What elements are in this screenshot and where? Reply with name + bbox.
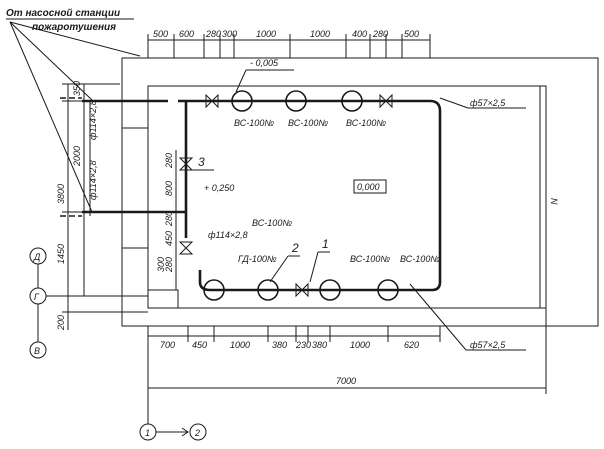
top-dim-0: 500: [153, 29, 168, 39]
valve-label-bottom-3: ВС-100№: [350, 254, 390, 264]
valve-icon: [295, 282, 309, 298]
axis-2-bubble: [189, 423, 207, 441]
bottom-dim-6: 1000: [350, 340, 370, 350]
leader-line: [9, 21, 141, 57]
hydrant-top-1: [231, 90, 253, 112]
left-dim-3: 1450: [56, 244, 66, 264]
hydrant-top-2: [285, 90, 307, 112]
callout-1: 1: [322, 237, 329, 251]
hydrant-bottom-2: [257, 279, 279, 301]
top-dim-5: 1000: [310, 29, 330, 39]
axis-d: Д: [33, 252, 41, 262]
pipe-right-bottom: ф57×2,5: [470, 340, 506, 350]
callout-2: 2: [291, 241, 299, 255]
left-dim-1: 2000: [72, 146, 82, 167]
overall-width: 7000: [336, 376, 356, 386]
pipe-right-top: ф57×2,5: [470, 98, 506, 108]
floor-level: 0,000: [357, 182, 380, 192]
valve-icon: [379, 93, 393, 109]
top-dim-8: 500: [404, 29, 419, 39]
pipe-left-2: ф114×2,8: [88, 160, 98, 200]
arrow-right-icon: [181, 427, 189, 437]
top-dim-3: 300: [222, 29, 237, 39]
floor-level-box: [353, 179, 387, 194]
valve-icon: [178, 241, 194, 255]
building-outline: [121, 57, 599, 327]
wall-niche: [121, 127, 149, 249]
hydrant-bottom-3: [319, 279, 341, 301]
valve-icon: [205, 93, 219, 109]
left-dim-2: 3800: [56, 184, 66, 204]
bottom-dim-2: 1000: [230, 340, 250, 350]
side-mark: N: [549, 198, 559, 205]
valve-label-bottom-2: ГД-100№: [238, 254, 277, 264]
top-dim-1: 600: [179, 29, 194, 39]
level-top: - 0,005: [250, 58, 279, 68]
leader-line: [9, 21, 93, 101]
valve-label-top-3: ВС-100№: [346, 118, 386, 128]
main-pipe-loop: [82, 99, 442, 292]
valve-label-top-1: ВС-100№: [234, 118, 274, 128]
top-dim-7: 280: [372, 29, 388, 39]
left-dim-0: 350: [72, 81, 82, 96]
axis-v: В: [34, 346, 40, 356]
vert-dim-5: 280: [164, 257, 174, 273]
pipe-leader: [439, 97, 469, 109]
axis-g: Г: [34, 292, 40, 302]
leader-line: [9, 21, 93, 213]
vert-dim-3: 450: [164, 231, 174, 246]
bottom-dim-7: 620: [404, 340, 419, 350]
hydrant-bottom-4: [377, 279, 399, 301]
top-dim-2: 280: [205, 29, 221, 39]
bottom-dim-3: 380: [272, 340, 287, 350]
valve-label-bottom-4: ВС-100№: [400, 254, 440, 264]
valve-label-bottom-1: ВС-100№: [252, 218, 292, 228]
pipe-leader: [409, 283, 467, 351]
vert-dim-4: 300: [156, 257, 166, 272]
level-mid: + 0,250: [204, 183, 234, 193]
source-title-line2: пожаротушения: [32, 22, 116, 33]
axis-2: 2: [194, 428, 200, 438]
bottom-dim-5: 380: [312, 340, 327, 350]
corner-block: [147, 289, 179, 309]
callout-leader: [269, 255, 289, 283]
left-dim-4: 200: [56, 315, 66, 331]
top-dim-ticks: [147, 34, 431, 58]
bottom-dim-1: 450: [192, 340, 207, 350]
axis-1: 1: [145, 428, 150, 438]
callout-leader: [309, 251, 319, 283]
bottom-dim-4: 230: [295, 340, 311, 350]
source-title-line1: От насосной станции: [6, 8, 120, 19]
hydrant-top-3: [341, 90, 363, 112]
level-top-leader: [235, 69, 247, 93]
vert-dim-1: 800: [164, 181, 174, 196]
top-dim-6: 400: [352, 29, 367, 39]
vert-dim-2: 280: [164, 211, 174, 227]
hydrant-bottom-1: [203, 279, 225, 301]
pipe-left-1: ф114×2,8: [88, 100, 98, 140]
vert-dim-0: 280: [164, 153, 174, 169]
callout-3: 3: [198, 155, 205, 169]
pipe-left-3: ф114×2,8: [208, 230, 248, 240]
top-dim-4: 1000: [256, 29, 276, 39]
valve-label-top-2: ВС-100№: [288, 118, 328, 128]
left-dim-ticks: [62, 83, 148, 313]
bottom-dim-0: 700: [160, 340, 175, 350]
valve-icon: [178, 157, 194, 171]
